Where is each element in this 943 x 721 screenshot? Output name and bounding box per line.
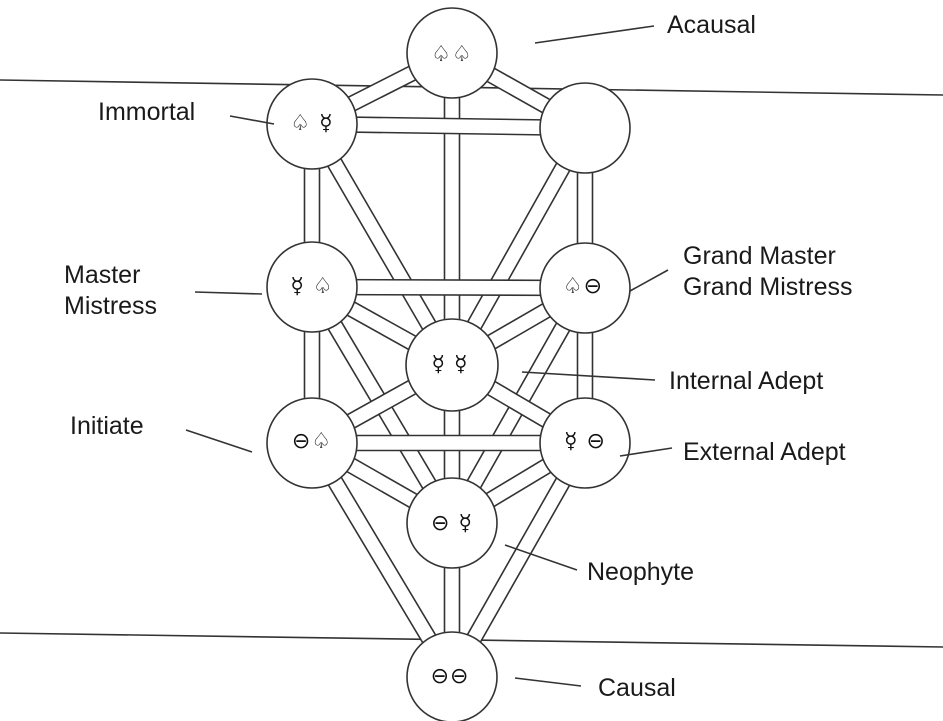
label-grand-master-mistress: Grand Master Grand Mistress bbox=[683, 241, 852, 303]
label-grand-mistress: Grand Mistress bbox=[683, 273, 853, 301]
label-initiate: Initiate bbox=[70, 412, 144, 440]
label-master: Master bbox=[64, 261, 141, 289]
sphere-master-mistress-glyph: ☿ ♤ bbox=[290, 274, 334, 299]
sphere-immortal bbox=[266, 78, 358, 170]
label-grand-master: Grand Master bbox=[683, 242, 836, 270]
sphere-initiate bbox=[266, 397, 358, 489]
leader-line-external-adept bbox=[619, 447, 673, 457]
leader-line-initiate bbox=[185, 429, 253, 453]
leader-line-grand-master bbox=[629, 269, 669, 292]
sphere-acausal-glyph: ♤♤ bbox=[431, 42, 473, 67]
sphere-external-adept-glyph: ☿ ⊖ bbox=[564, 429, 606, 454]
sphere-immortal-glyph: ♤ ☿ bbox=[290, 111, 334, 136]
sphere-causal-glyph: ⊖⊖ bbox=[430, 664, 470, 689]
sphere-neophyte-glyph: ⊖ ☿ bbox=[431, 511, 473, 536]
label-master-mistress: Master Mistress bbox=[64, 260, 157, 322]
label-internal-adept: Internal Adept bbox=[669, 367, 824, 395]
label-immortal: Immortal bbox=[98, 98, 196, 126]
sphere-internal bbox=[405, 318, 499, 412]
label-mistress: Mistress bbox=[64, 292, 158, 320]
leader-line-immortal bbox=[229, 115, 275, 125]
sphere-grand-master-glyph: ♤⊖ bbox=[562, 274, 604, 299]
leader-lines bbox=[185, 25, 673, 687]
leader-line-causal bbox=[514, 677, 582, 687]
leader-line-acausal bbox=[534, 25, 655, 44]
sphere-initiate-glyph: ⊖♤ bbox=[291, 429, 333, 454]
sphere-neophyte bbox=[406, 477, 498, 569]
label-acausal: Acausal bbox=[667, 11, 756, 39]
label-causal: Causal bbox=[598, 674, 676, 702]
sphere-internal-adept-glyph: ☿ ☿ bbox=[431, 352, 469, 377]
sphere-master bbox=[266, 241, 358, 333]
spheres bbox=[266, 7, 631, 721]
sphere-acausal bbox=[406, 7, 498, 99]
leader-line-internal-adept bbox=[521, 371, 656, 381]
sphere-external bbox=[539, 397, 631, 489]
sphere-causal bbox=[406, 631, 498, 721]
sphere-top-right bbox=[539, 82, 631, 174]
label-neophyte: Neophyte bbox=[587, 558, 695, 586]
leader-line-master bbox=[194, 291, 263, 295]
label-external-adept: External Adept bbox=[683, 438, 846, 466]
leader-line-neophyte bbox=[504, 544, 578, 571]
sphere-grand bbox=[539, 242, 631, 334]
